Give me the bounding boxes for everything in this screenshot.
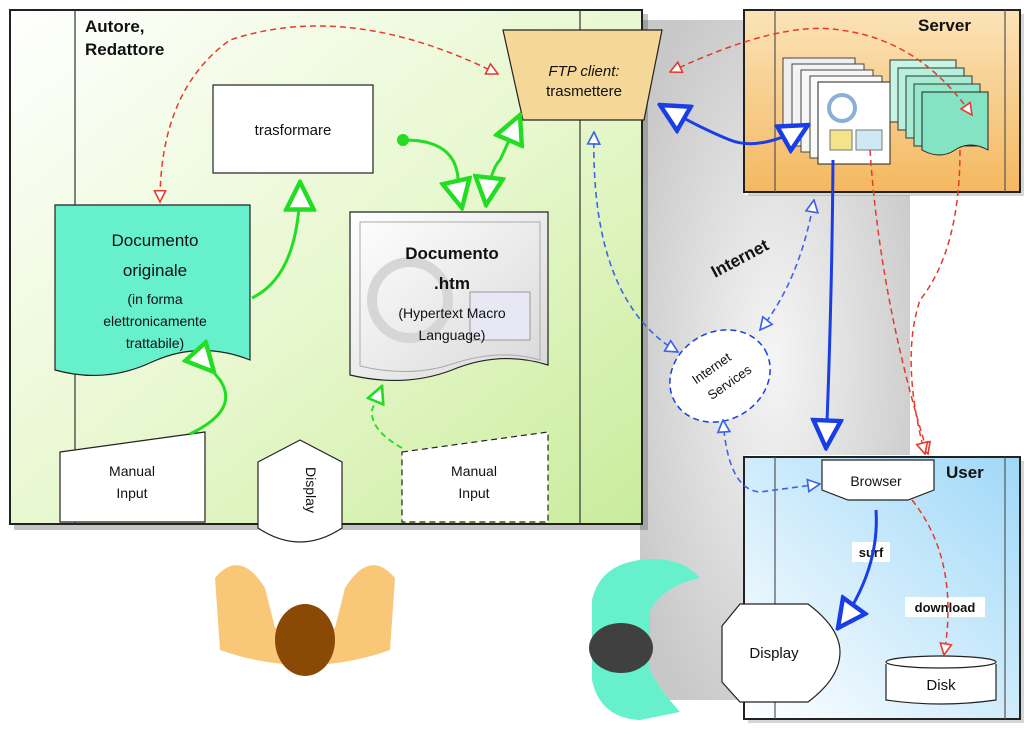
- ftp-label-line1: FTP client:: [548, 63, 619, 80]
- download-badge: download: [905, 597, 985, 617]
- original-document: Documento originale (in forma elettronic…: [54, 204, 251, 377]
- red-dashed-arrows: [160, 25, 972, 655]
- ftp-client: FTP client: trasmettere: [502, 29, 663, 121]
- internet-services: Internet Services: [669, 329, 771, 423]
- html-doc-line1: Documento: [405, 244, 499, 263]
- blue-dashed-arrows: [594, 132, 820, 492]
- internet-band: [640, 20, 910, 700]
- original-doc-line4: elettronicamente: [103, 313, 207, 329]
- html-doc-line4: Language): [419, 327, 486, 343]
- author-title-line1: Autore,: [85, 17, 145, 36]
- browser-label: Browser: [850, 473, 902, 489]
- disk: Disk: [885, 655, 997, 705]
- manual-input-2-line1: Manual: [451, 463, 497, 479]
- download-label: download: [915, 600, 976, 615]
- browser: Browser: [821, 459, 935, 501]
- server-panel: Server: [743, 9, 1024, 196]
- disk-label: Disk: [926, 677, 956, 694]
- connector-dot: [397, 134, 409, 146]
- original-doc-line5: trattabile): [126, 335, 184, 351]
- green-dashed-arrow: [372, 386, 403, 449]
- html-doc-line3: (Hypertext Macro: [398, 305, 506, 321]
- author-person-icon: [215, 565, 395, 676]
- manual-input-2-line2: Input: [458, 485, 489, 501]
- surf-badge: surf: [852, 542, 890, 562]
- html-doc-line2: .htm: [434, 274, 470, 293]
- surf-label: surf: [859, 545, 884, 560]
- window-thumbnail-icon: [469, 291, 531, 341]
- user-display-label: Display: [749, 645, 799, 662]
- original-doc-line3: (in forma: [127, 291, 182, 307]
- manual-input-1-line1: Manual: [109, 463, 155, 479]
- user-display: Display: [721, 603, 841, 703]
- transform-label: trasformare: [255, 122, 332, 139]
- author-display-label: Display: [303, 467, 319, 513]
- blue-flow-arrows: [660, 105, 878, 628]
- original-doc-line2: originale: [123, 261, 187, 280]
- manual-input-2: Manual Input: [401, 431, 549, 523]
- manual-input-1-line2: Input: [116, 485, 147, 501]
- original-doc-line1: Documento: [112, 231, 199, 250]
- server-title: Server: [918, 16, 971, 35]
- author-title-line2: Redattore: [85, 40, 164, 59]
- author-display: Display: [257, 439, 343, 543]
- ftp-label-line2: trasmettere: [546, 83, 622, 100]
- user-person-icon: [589, 559, 700, 720]
- user-title: User: [946, 463, 984, 482]
- manual-input-1: Manual Input: [59, 431, 206, 523]
- html-document: Documento .htm (Hypertext Macro Language…: [349, 211, 549, 382]
- browser-logo-icon: [367, 257, 453, 343]
- transform-step: trasformare: [212, 84, 374, 174]
